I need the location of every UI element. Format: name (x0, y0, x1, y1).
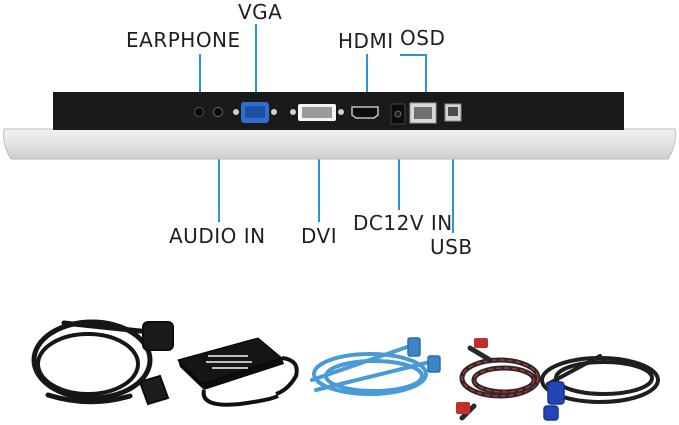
earphone-label: EARPHONE (126, 28, 241, 52)
earphone-jack (194, 107, 204, 117)
monitor-rear-panel (3, 92, 676, 160)
vga-cable-icon (540, 354, 660, 421)
usb-leader (452, 118, 454, 233)
power-adapter-icon (177, 337, 299, 407)
earphone-leader (199, 54, 201, 111)
accessories-strip (31, 319, 660, 421)
usb-label: USB (430, 235, 473, 259)
dc12v-leader (398, 118, 400, 210)
audio-in-jack (213, 107, 223, 117)
audio-in-label: AUDIO IN (169, 224, 266, 248)
hdmi-port (351, 106, 379, 119)
osd-label: OSD (400, 26, 446, 50)
osd-leader-h (400, 54, 427, 56)
dc12v-in-label: DC12V IN (353, 211, 453, 235)
vga-leader (255, 24, 257, 112)
osd-leader-v (425, 54, 427, 110)
vga-port (233, 102, 277, 123)
vga-label: VGA (238, 0, 283, 24)
dvi-label: DVI (301, 224, 338, 248)
hdmi-cable-icon (456, 338, 541, 421)
audio-in-leader (218, 118, 220, 222)
power-cord-icon (31, 319, 174, 406)
usb-cable-icon (310, 337, 441, 396)
hdmi-leader (366, 54, 368, 114)
hdmi-label: HDMI (338, 29, 394, 53)
dvi-port (290, 104, 344, 121)
dvi-leader (318, 118, 320, 222)
bezel (3, 128, 676, 160)
